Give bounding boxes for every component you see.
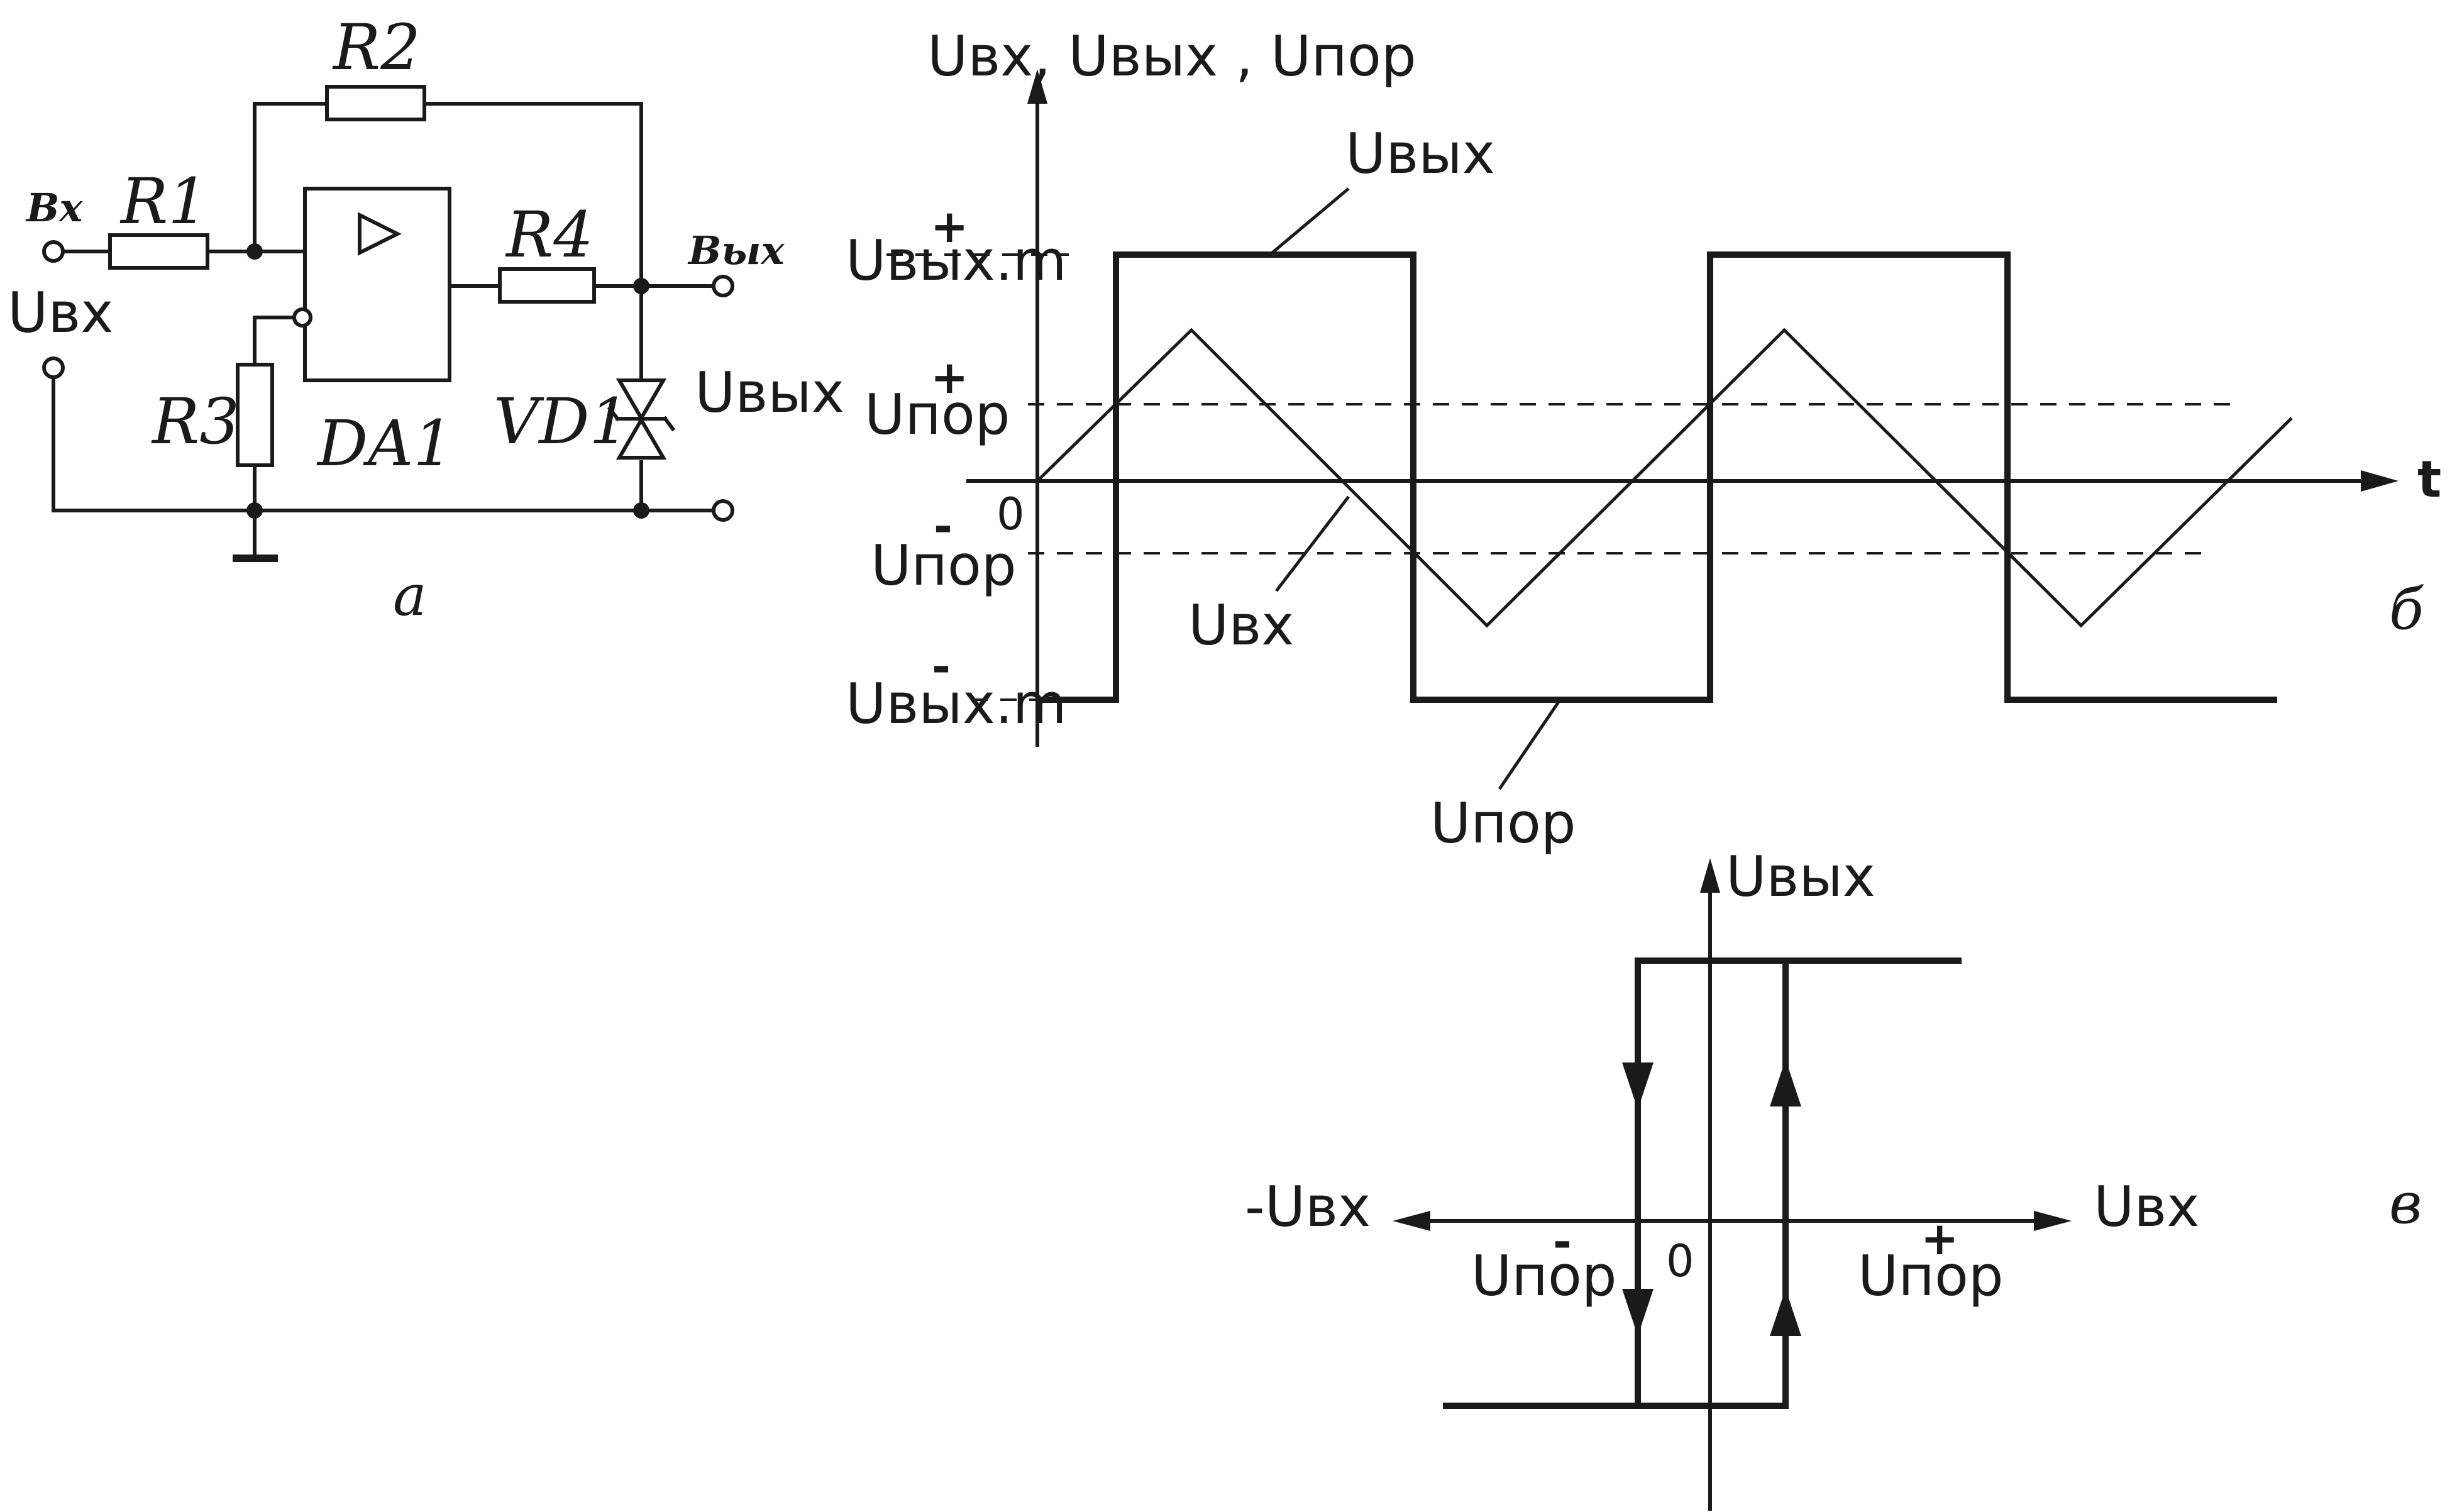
wire-ground — [52, 369, 722, 512]
tick-out-max-plus-sup: + — [930, 200, 968, 253]
tick-out-max-plus: Uвых.m — [846, 228, 1067, 293]
timing-y-arrow-icon — [1027, 69, 1047, 104]
inverting-input-bubble — [292, 307, 312, 328]
label-output-terminal: Вых — [687, 228, 785, 273]
resistor-r4 — [498, 267, 596, 304]
hysteresis-diagram: Uвых Uвх -Uвх 0 Uпор - Uпор + в — [1245, 844, 2422, 1511]
wire-feedback — [253, 102, 643, 288]
input-terminal — [42, 240, 65, 263]
output-square-wave — [1041, 251, 2277, 703]
resistor-r3 — [236, 363, 274, 467]
input-ground-terminal — [42, 356, 65, 379]
resistor-r2 — [325, 85, 426, 121]
hyst-x-neg-label: -Uвх — [1245, 1174, 1371, 1239]
hyst-thr-minus-sup: - — [1553, 1215, 1572, 1268]
arrow-down-icon — [1622, 1062, 1654, 1110]
zener-diode-icon — [607, 378, 676, 460]
timing-diagram: Uвх, Uвых , Uпор t 0 Uвых.m + Uпор + Uпо… — [846, 24, 2441, 856]
label-r1: R1 — [119, 165, 208, 238]
leader-in — [1275, 495, 1350, 592]
opamp-triangle-icon — [358, 212, 402, 256]
label-opamp: DA1 — [316, 407, 453, 480]
junction-node — [633, 278, 649, 294]
label-u-out: Uвых — [695, 360, 844, 425]
hyst-x-pos-label: Uвх — [2094, 1174, 2199, 1239]
timing-origin: 0 — [997, 488, 1025, 540]
label-wave-in: Uвх — [1188, 593, 1294, 658]
output-ground-terminal — [712, 499, 734, 522]
tick-out-max-minus-sup: - — [932, 640, 951, 693]
caption-b: б — [2389, 577, 2424, 643]
ground-symbol — [233, 555, 278, 562]
tick-thr-minus: Uпор — [871, 533, 1017, 598]
leader-thr — [1498, 700, 1561, 790]
tick-thr-minus-sup: - — [934, 500, 952, 553]
label-r4: R4 — [505, 198, 594, 272]
label-wave-out: Uвых — [1345, 121, 1495, 186]
timing-x-arrow-icon — [2361, 470, 2399, 492]
hyst-thr-plus-sup: + — [1921, 1212, 1958, 1265]
label-zener: VD1 — [494, 385, 629, 458]
arrow-down-icon — [1622, 1289, 1654, 1336]
hysteresis-loop — [1443, 957, 1962, 1409]
label-r2: R2 — [332, 11, 421, 84]
label-input-terminal: Вх — [25, 185, 83, 231]
tick-thr-plus-sup: + — [930, 351, 968, 404]
opamp-body — [303, 187, 451, 382]
circuit-schematic: Вх Uвх R1 R2 R4 R3 DA1 VD1 Вых Uвых а — [8, 11, 844, 629]
label-wave-thr: Uпор — [1430, 791, 1576, 856]
junction-node — [246, 243, 263, 260]
output-terminal — [712, 275, 734, 297]
junction-node — [246, 502, 263, 519]
arrow-up-icon — [1770, 1059, 1801, 1106]
label-u-in: Uвх — [8, 280, 113, 345]
hyst-y-arrow-icon — [1700, 858, 1720, 893]
tick-out-max-minus: Uвых.m — [846, 671, 1067, 736]
hyst-thr-minus: Uпор — [1471, 1244, 1617, 1308]
timing-x-axis-label: t — [2417, 450, 2441, 509]
caption-a: а — [393, 563, 427, 629]
input-triangle-wave — [1036, 328, 2293, 628]
hyst-thr-plus: Uпор — [1858, 1244, 2004, 1308]
hyst-origin: 0 — [1666, 1235, 1694, 1287]
hyst-x-pos-arrow-icon — [2034, 1211, 2072, 1231]
caption-c: в — [2389, 1171, 2422, 1237]
leader-out — [1269, 187, 1350, 256]
hyst-x-neg-arrow-icon — [1393, 1211, 1430, 1231]
timing-y-axis-title: Uвх, Uвых , Uпор — [927, 24, 1416, 89]
junction-node — [633, 502, 649, 519]
tick-thr-plus: Uпор — [864, 382, 1010, 447]
hyst-y-axis-label: Uвых — [1726, 844, 1875, 909]
resistor-r1 — [108, 233, 209, 270]
arrow-up-icon — [1770, 1289, 1801, 1336]
label-r3: R3 — [151, 385, 240, 458]
